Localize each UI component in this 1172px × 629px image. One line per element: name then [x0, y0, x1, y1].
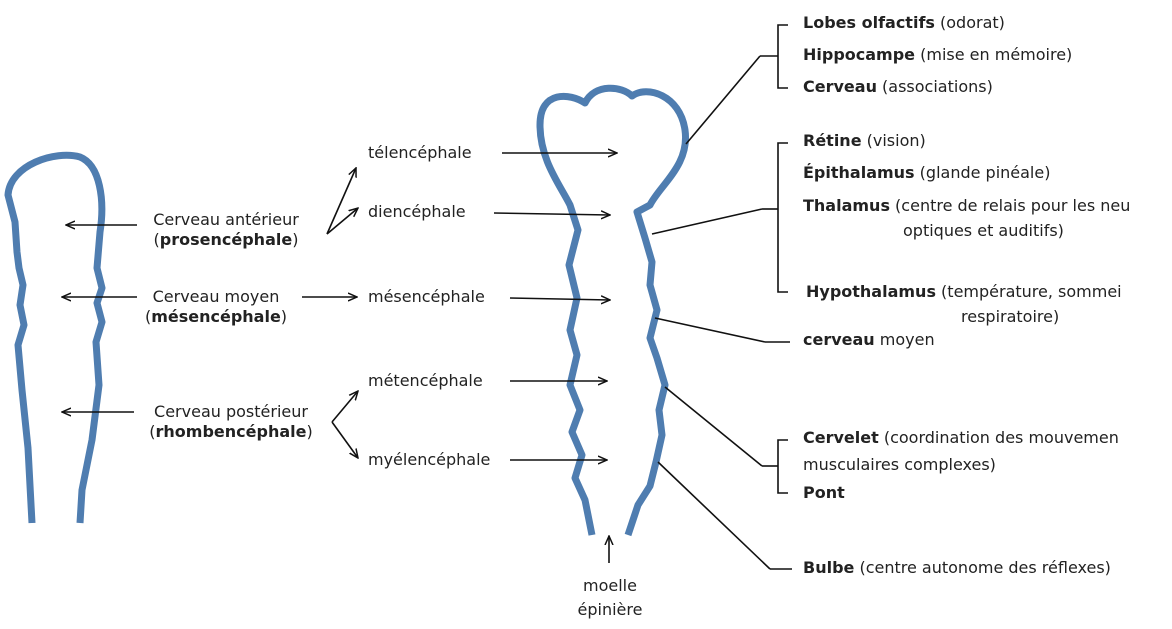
cervelet-bold: Cervelet [803, 428, 879, 447]
hypothalamus-bold: Hypothalamus [806, 282, 936, 301]
label-hypothalamus-line2: respiratoire) [961, 307, 1059, 327]
cerveau-moyen-name: Cerveau moyen [153, 287, 280, 306]
hypothalamus-rest: (température, sommei [936, 282, 1122, 301]
connector-metencephale [665, 387, 788, 493]
arrow-diencephale-tube [494, 213, 610, 215]
hippocampe-rest: (mise en mémoire) [915, 45, 1072, 64]
label-cerveau-moyen-right: cerveau moyen [803, 330, 935, 350]
connector-telencephale [686, 25, 788, 144]
cerveau-anterieur-name: Cerveau antérieur [153, 210, 299, 229]
label-myelencephale: myélencéphale [368, 450, 490, 470]
label-thalamus-line2: optiques et auditifs) [903, 221, 1064, 241]
prosencephale-term: prosencéphale [160, 230, 292, 249]
retine-rest: (vision) [862, 131, 926, 150]
thalamus-rest: (centre de relais pour les neu [890, 196, 1130, 215]
lobes-bold: Lobes olfactifs [803, 13, 935, 32]
label-cerveau-posterieur: Cerveau postérieur (rhombencéphale) [136, 402, 326, 442]
label-hypothalamus: Hypothalamus (température, sommei [806, 282, 1172, 302]
arrow-to-metencephale [332, 391, 358, 422]
connector-myelencephale [658, 462, 792, 569]
arrow-to-telencephale [327, 168, 356, 234]
label-lobes-olfactifs: Lobes olfactifs (odorat) [803, 13, 1005, 33]
label-mesencephale: mésencéphale [368, 287, 485, 307]
label-metencephale: métencéphale [368, 371, 483, 391]
epithalamus-bold: Épithalamus [803, 163, 915, 182]
retine-bold: Rétine [803, 131, 862, 150]
label-cerveau-associations: Cerveau (associations) [803, 77, 993, 97]
label-cerveau-moyen: Cerveau moyen (mésencéphale) [140, 287, 292, 327]
cerveau-bold: Cerveau [803, 77, 877, 96]
thalamus-bold: Thalamus [803, 196, 890, 215]
connector-mesencephale [655, 318, 790, 342]
cerveau-moyen-bold: cerveau [803, 330, 875, 349]
label-cervelet-line2: musculaires complexes) [803, 455, 996, 475]
label-epithalamus: Épithalamus (glande pinéale) [803, 163, 1050, 183]
label-retine: Rétine (vision) [803, 131, 926, 151]
bulbe-rest: (centre autonome des réflexes) [854, 558, 1111, 577]
cervelet-rest: (coordination des mouvemen [879, 428, 1119, 447]
cerveau-rest: (associations) [877, 77, 993, 96]
connector-diencephale [652, 143, 788, 292]
label-pont: Pont [803, 483, 845, 503]
bulbe-bold: Bulbe [803, 558, 854, 577]
mesencephale-term: mésencéphale [151, 307, 281, 326]
arrow-to-diencephale [327, 208, 358, 234]
epithalamus-rest: (glande pinéale) [915, 163, 1051, 182]
label-thalamus: Thalamus (centre de relais pour les neu [803, 196, 1172, 216]
arrow-to-myelencephale [332, 422, 358, 458]
label-cervelet: Cervelet (coordination des mouvemen [803, 428, 1172, 448]
arrow-mesencephale-tube [510, 298, 610, 300]
label-bulbe: Bulbe (centre autonome des réflexes) [803, 558, 1111, 578]
label-diencephale: diencéphale [368, 202, 466, 222]
lobes-rest: (odorat) [935, 13, 1005, 32]
label-hippocampe: Hippocampe (mise en mémoire) [803, 45, 1072, 65]
moelle-line2: épinière [578, 600, 643, 619]
neural-tube-three-vesicle [8, 155, 102, 523]
cerveau-posterieur-name: Cerveau postérieur [154, 402, 308, 421]
moelle-line1: moelle [583, 576, 637, 595]
cerveau-moyen-rest: moyen [875, 330, 935, 349]
hippocampe-bold: Hippocampe [803, 45, 915, 64]
label-moelle-epiniere: moelle épinière [562, 574, 658, 622]
pont-bold: Pont [803, 483, 845, 502]
rhombencephale-term: rhombencéphale [156, 422, 307, 441]
label-cerveau-anterieur: Cerveau antérieur (prosencéphale) [140, 210, 312, 250]
label-telencephale: télencéphale [368, 143, 472, 163]
